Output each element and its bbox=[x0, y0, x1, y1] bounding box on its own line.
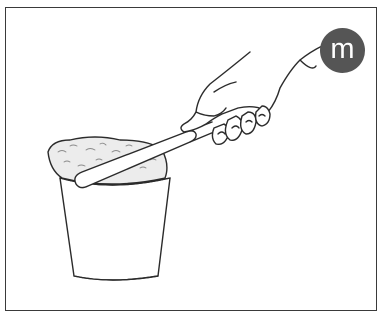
step-badge: m bbox=[320, 28, 365, 73]
hand bbox=[181, 46, 327, 144]
measuring-cup bbox=[60, 178, 170, 280]
